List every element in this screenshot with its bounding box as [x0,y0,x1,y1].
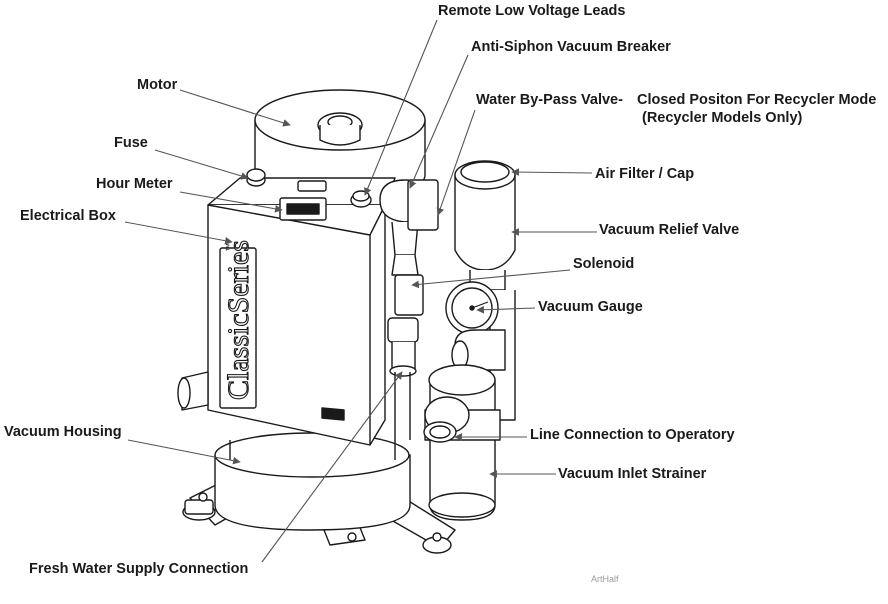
label-air-filter-cap: Air Filter / Cap [595,166,695,182]
trademark-mark: ™ [224,243,234,252]
line-connection [423,396,470,443]
label-vacuum-inlet-strainer: Vacuum Inlet Strainer [558,466,707,482]
leader-lines [124,19,597,563]
series-name: ClassicSeries [222,240,255,400]
motor [254,89,426,196]
watermark: ArtHalf [591,574,619,584]
leader-air-filter [511,168,593,176]
leader-motor [179,89,291,127]
leader-vacuum-housing [127,439,241,465]
leader-remote-leads [364,19,438,196]
label-motor: Motor [137,77,178,93]
label-vacuum-relief-valve: Vacuum Relief Valve [599,222,740,238]
leader-electrical-box [124,221,233,245]
air-filter-pipe [454,160,516,421]
label-vacuum-gauge: Vacuum Gauge [538,299,643,315]
label-electrical-box: Electrical Box [20,208,116,224]
label-anti-siphon-vacuum-breaker: Anti-Siphon Vacuum Breaker [471,39,671,55]
label-closed-position: Closed Positon For Recycler Mode [637,92,877,108]
leader-hour-meter [179,191,283,213]
leader-bypass-valve [436,109,476,216]
label-recycler-models-only: (Recycler Models Only) [642,110,803,126]
label-solenoid: Solenoid [573,256,635,272]
leader-anti-siphon [409,54,469,189]
solenoid [387,274,424,440]
label-fuse: Fuse [114,135,148,151]
leader-fresh-water [261,371,403,563]
label-fresh-water-supply-connection: Fresh Water Supply Connection [29,561,249,577]
anti-siphon-breaker [379,179,439,276]
label-vacuum-housing: Vacuum Housing [4,424,122,440]
label-hour-meter: Hour Meter [96,176,173,192]
electrical-box [177,168,396,446]
label-remote-low-voltage-leads: Remote Low Voltage Leads [438,3,626,19]
leader-vacuum-gauge [476,305,536,314]
vacuum-housing [214,432,411,531]
series-branding: ClassicSeries ™ [221,239,255,400]
leader-solenoid [411,269,571,289]
label-line-connection-to-operatory: Line Connection to Operatory [530,427,735,443]
vacuum-gauge [445,281,499,335]
label-water-bypass-valve: Water By-Pass Valve- [476,92,623,108]
leader-fuse [154,149,249,180]
